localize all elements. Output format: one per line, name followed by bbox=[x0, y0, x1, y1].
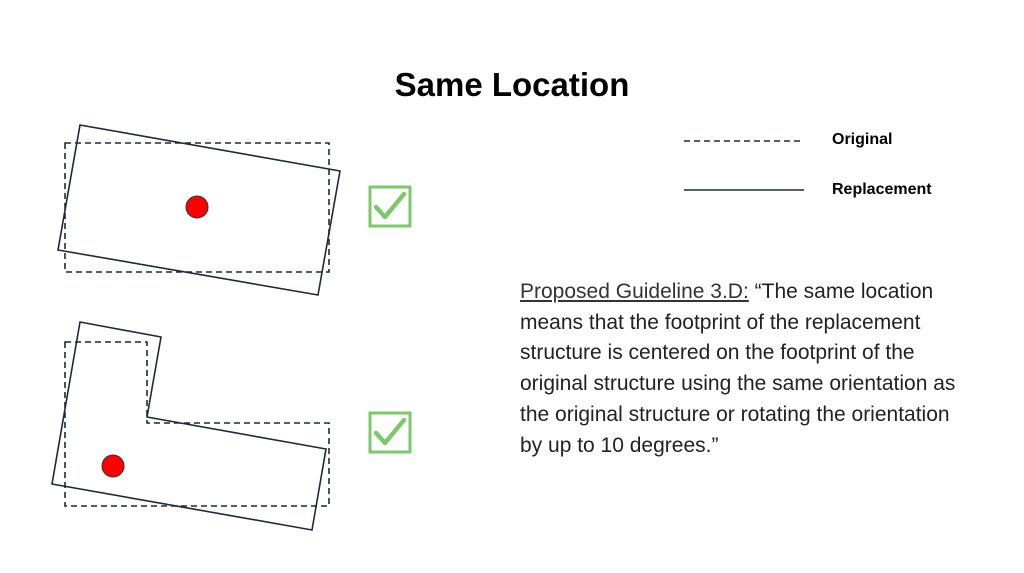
original-footprint-rect bbox=[64, 142, 330, 273]
replacement-footprint-rect bbox=[57, 124, 341, 296]
slide-title: Same Location bbox=[394, 66, 630, 103]
center-dot bbox=[101, 454, 125, 478]
legend-replacement-label: Replacement bbox=[832, 181, 932, 198]
check-icon bbox=[368, 185, 412, 228]
guideline-label: Proposed Guideline 3.D: bbox=[520, 280, 749, 303]
legend-original-label: Original bbox=[832, 131, 893, 148]
center-dot bbox=[185, 195, 209, 219]
check-icon bbox=[368, 411, 412, 454]
original-footprint-l bbox=[64, 341, 330, 507]
replacement-footprint-l bbox=[51, 321, 327, 531]
guideline-text: Proposed Guideline 3.D: “The same locati… bbox=[520, 277, 960, 461]
example-rectangle bbox=[57, 124, 412, 296]
guideline-quote: “The same location means that the footpr… bbox=[520, 280, 956, 457]
example-l-shape bbox=[51, 321, 412, 531]
